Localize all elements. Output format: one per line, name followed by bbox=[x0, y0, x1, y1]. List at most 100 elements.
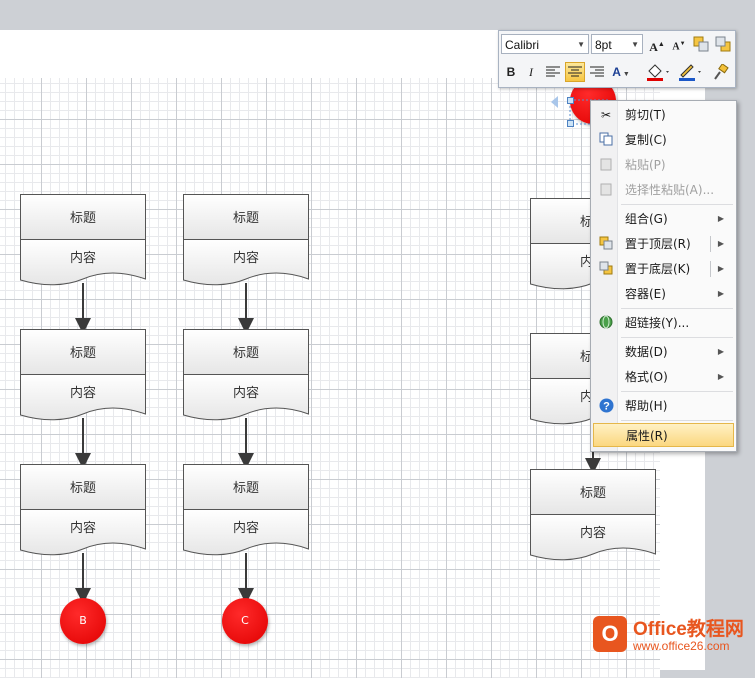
chevron-down-icon: ▼ bbox=[577, 40, 585, 49]
menu-item-format[interactable]: 格式(O) ▶ bbox=[593, 365, 734, 389]
flowchart-shape[interactable]: 标题 内容 bbox=[183, 194, 309, 288]
menu-item-paste-special[interactable]: 选择性粘贴(A)... bbox=[593, 178, 734, 202]
bold-button[interactable]: B bbox=[506, 65, 516, 79]
svg-text:?: ? bbox=[603, 401, 610, 413]
menu-separator bbox=[621, 420, 733, 421]
split-divider bbox=[710, 236, 711, 252]
shape-outline bbox=[183, 464, 309, 556]
split-divider bbox=[710, 261, 711, 277]
menu-item-label: 格式(O) bbox=[625, 370, 668, 384]
menu-separator bbox=[621, 308, 733, 309]
shape-content: 内容 bbox=[69, 521, 96, 536]
format-painter-button[interactable] bbox=[711, 62, 731, 82]
font-name-combo[interactable]: Calibri▼ bbox=[501, 34, 589, 54]
font-size-value: 8pt bbox=[595, 38, 612, 52]
menu-separator bbox=[621, 337, 733, 338]
flowchart-shape[interactable]: 标题 内容 bbox=[183, 464, 309, 558]
office-logo: O bbox=[593, 616, 627, 652]
shape-content: 内容 bbox=[232, 386, 259, 401]
shape-content: 内容 bbox=[232, 251, 259, 266]
connector-circle-b[interactable]: B bbox=[60, 598, 106, 644]
send-to-back-icon bbox=[598, 261, 614, 277]
send-backward-button[interactable] bbox=[713, 34, 733, 54]
italic-button[interactable]: I bbox=[529, 65, 533, 79]
paint-bucket-icon bbox=[647, 64, 669, 81]
shape-title: 标题 bbox=[69, 346, 96, 361]
send-backward-icon bbox=[715, 36, 731, 52]
grow-font-button[interactable]: A▲ bbox=[649, 40, 665, 54]
line-color-button[interactable] bbox=[677, 62, 705, 82]
flowchart-shape[interactable]: 标题 内容 bbox=[183, 329, 309, 423]
menu-item-label: 置于顶层(R) bbox=[625, 237, 691, 251]
shape-content: 内容 bbox=[232, 521, 259, 536]
selection-handle[interactable] bbox=[567, 120, 574, 127]
menu-item-bring-to-front[interactable]: 置于顶层(R)▶ bbox=[593, 232, 734, 256]
shape-content: 内容 bbox=[69, 251, 96, 266]
align-center-button[interactable] bbox=[565, 62, 585, 82]
menu-item-label: 剪切(T) bbox=[625, 108, 666, 122]
flowchart-shape[interactable]: 标题 内容 bbox=[20, 194, 146, 288]
shape-outline bbox=[20, 464, 146, 556]
shape-outline bbox=[20, 194, 146, 286]
flowchart-shape[interactable]: 标题 内容 bbox=[20, 329, 146, 423]
selection-handle[interactable] bbox=[567, 97, 574, 104]
paste-icon bbox=[598, 157, 614, 173]
shape-title: 标题 bbox=[232, 481, 259, 496]
menu-item-help[interactable]: ? 帮助(H) bbox=[593, 394, 734, 418]
align-right-icon bbox=[590, 66, 604, 77]
shape-outline bbox=[183, 194, 309, 286]
menu-item-send-to-back[interactable]: 置于底层(K)▶ bbox=[593, 257, 734, 281]
font-size-combo[interactable]: 8pt▼ bbox=[591, 34, 643, 54]
menu-item-group[interactable]: 组合(G)▶ bbox=[593, 207, 734, 231]
shape-title: 标题 bbox=[69, 481, 96, 496]
menu-item-label: 复制(C) bbox=[625, 133, 667, 147]
menu-item-copy[interactable]: 复制(C) bbox=[593, 128, 734, 152]
align-left-icon bbox=[546, 66, 560, 77]
help-icon-svg: ? bbox=[599, 398, 613, 413]
shape-content: 内容 bbox=[69, 386, 96, 401]
watermark-brand: Office教程网 bbox=[633, 619, 744, 640]
globe-link-icon-svg bbox=[599, 315, 613, 329]
menu-item-label: 粘贴(P) bbox=[625, 158, 666, 172]
paste-icon-svg bbox=[600, 158, 612, 171]
send-to-back-icon-svg bbox=[599, 261, 613, 275]
menu-item-label: 属性(R) bbox=[626, 429, 668, 443]
align-center-icon bbox=[568, 66, 582, 77]
watermark: O Office教程网 www.office26.com bbox=[593, 614, 753, 658]
font-color-button[interactable]: A ▼ bbox=[611, 62, 631, 82]
font-color-icon: A bbox=[612, 65, 621, 79]
shape-content: 内容 bbox=[579, 526, 606, 541]
menu-item-properties[interactable]: 属性(R) bbox=[593, 423, 734, 447]
mini-toolbar: Calibri▼ 8pt▼ A▲ A▼ B I A ▼ bbox=[498, 30, 736, 88]
shape-title: 标题 bbox=[69, 211, 96, 226]
help-icon: ? bbox=[598, 398, 614, 414]
shape-title: 标题 bbox=[232, 346, 259, 361]
shape-outline bbox=[530, 469, 656, 561]
paste-special-icon bbox=[598, 182, 614, 198]
menu-item-label: 容器(E) bbox=[625, 287, 666, 301]
menu-item-paste[interactable]: 粘贴(P) bbox=[593, 153, 734, 177]
menu-item-container[interactable]: 容器(E) ▶ bbox=[593, 282, 734, 306]
shrink-font-button[interactable]: A▼ bbox=[672, 41, 686, 53]
menu-separator bbox=[621, 204, 733, 205]
menu-item-label: 组合(G) bbox=[625, 212, 668, 226]
bring-to-front-icon bbox=[598, 236, 614, 252]
shape-outline bbox=[20, 329, 146, 421]
connector-circle-c[interactable]: C bbox=[222, 598, 268, 644]
menu-item-data[interactable]: 数据(D)▶ bbox=[593, 340, 734, 364]
align-right-button[interactable] bbox=[587, 62, 607, 82]
submenu-arrow-icon: ▶ bbox=[717, 372, 724, 381]
align-left-button[interactable] bbox=[543, 62, 563, 82]
menu-item-cut[interactable]: ✂剪切(T) bbox=[593, 103, 734, 127]
format-painter-icon bbox=[714, 63, 729, 80]
flowchart-shape[interactable]: 标题 内容 bbox=[20, 464, 146, 558]
menu-item-label: 帮助(H) bbox=[625, 399, 668, 413]
submenu-arrow-icon: ▶ bbox=[717, 289, 724, 298]
watermark-site: www.office26.com bbox=[633, 639, 730, 653]
fill-color-button[interactable] bbox=[645, 62, 673, 82]
menu-separator bbox=[621, 391, 733, 392]
menu-item-hyperlink[interactable]: 超链接(Y)... bbox=[593, 311, 734, 335]
shape-title: 标题 bbox=[232, 211, 259, 226]
flowchart-shape[interactable]: 标题 内容 bbox=[530, 469, 656, 563]
bring-forward-button[interactable] bbox=[691, 34, 711, 54]
